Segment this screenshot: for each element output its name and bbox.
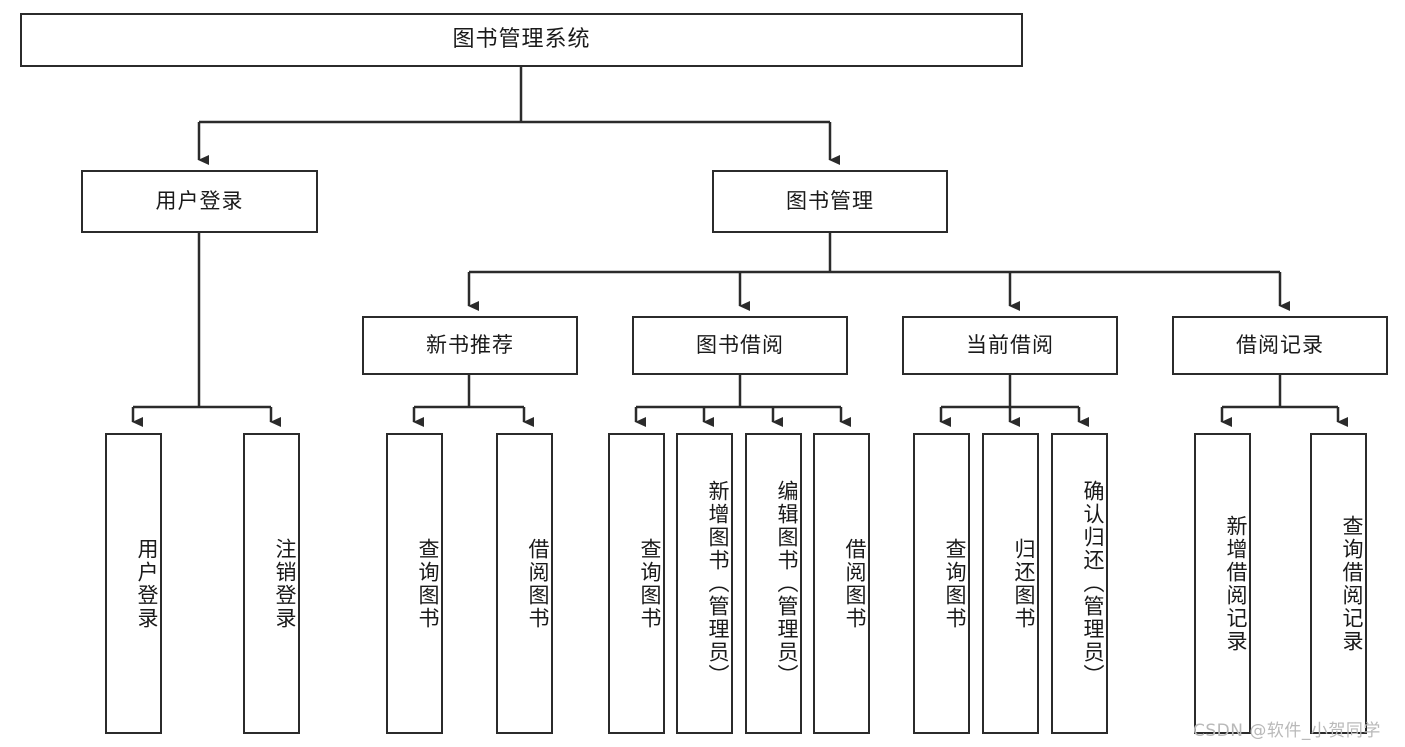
- node-leaf-query-book-3[interactable]: 查询图书: [913, 433, 970, 734]
- node-leaf-add-record[interactable]: 新增借阅记录: [1194, 433, 1251, 734]
- node-leaf-query-book-3-label: 查询图书: [943, 537, 967, 630]
- node-borrow-record[interactable]: 借阅记录: [1172, 316, 1388, 375]
- node-book-borrow-label: 图书借阅: [696, 332, 784, 357]
- node-leaf-query-book-2[interactable]: 查询图书: [608, 433, 665, 734]
- node-leaf-confirm-return[interactable]: 确认归还（管理员）: [1051, 433, 1108, 734]
- node-leaf-borrow-book-1-label: 借阅图书: [526, 537, 550, 630]
- node-borrow-record-label: 借阅记录: [1236, 332, 1324, 357]
- node-current-borrow[interactable]: 当前借阅: [902, 316, 1118, 375]
- node-book-manage[interactable]: 图书管理: [712, 170, 948, 233]
- node-root-label: 图书管理系统: [452, 26, 591, 52]
- node-leaf-return-book-label: 归还图书: [1012, 537, 1036, 630]
- node-leaf-edit-book-label: 编辑图书（管理员）: [775, 480, 799, 687]
- node-leaf-query-book-1-label: 查询图书: [416, 537, 440, 630]
- node-leaf-confirm-return-label: 确认归还（管理员）: [1081, 480, 1105, 687]
- node-leaf-query-record-label: 查询借阅记录: [1340, 514, 1364, 653]
- node-leaf-logout[interactable]: 注销登录: [243, 433, 300, 734]
- node-leaf-borrow-book-1[interactable]: 借阅图书: [496, 433, 553, 734]
- node-leaf-add-record-label: 新增借阅记录: [1224, 514, 1248, 653]
- node-user-login[interactable]: 用户登录: [81, 170, 318, 233]
- node-book-borrow[interactable]: 图书借阅: [632, 316, 848, 375]
- node-leaf-user-login[interactable]: 用户登录: [105, 433, 162, 734]
- node-leaf-query-record[interactable]: 查询借阅记录: [1310, 433, 1367, 734]
- node-leaf-logout-label: 注销登录: [273, 537, 297, 630]
- node-leaf-return-book[interactable]: 归还图书: [982, 433, 1039, 734]
- csdn-watermark: CSDN @软件_小贺同学: [1193, 721, 1381, 741]
- node-root[interactable]: 图书管理系统: [20, 13, 1023, 67]
- node-leaf-query-book-1[interactable]: 查询图书: [386, 433, 443, 734]
- node-new-book-recommend[interactable]: 新书推荐: [362, 316, 578, 375]
- node-leaf-add-book[interactable]: 新增图书（管理员）: [676, 433, 733, 734]
- node-leaf-borrow-book-2-label: 借阅图书: [843, 537, 867, 630]
- node-new-book-recommend-label: 新书推荐: [426, 332, 514, 357]
- node-current-borrow-label: 当前借阅: [966, 332, 1054, 357]
- node-leaf-add-book-label: 新增图书（管理员）: [706, 480, 730, 687]
- node-user-login-label: 用户登录: [155, 188, 244, 213]
- node-book-manage-label: 图书管理: [786, 188, 874, 213]
- node-leaf-query-book-2-label: 查询图书: [638, 537, 662, 630]
- node-leaf-user-login-label: 用户登录: [135, 537, 159, 630]
- node-leaf-edit-book[interactable]: 编辑图书（管理员）: [745, 433, 802, 734]
- node-leaf-borrow-book-2[interactable]: 借阅图书: [813, 433, 870, 734]
